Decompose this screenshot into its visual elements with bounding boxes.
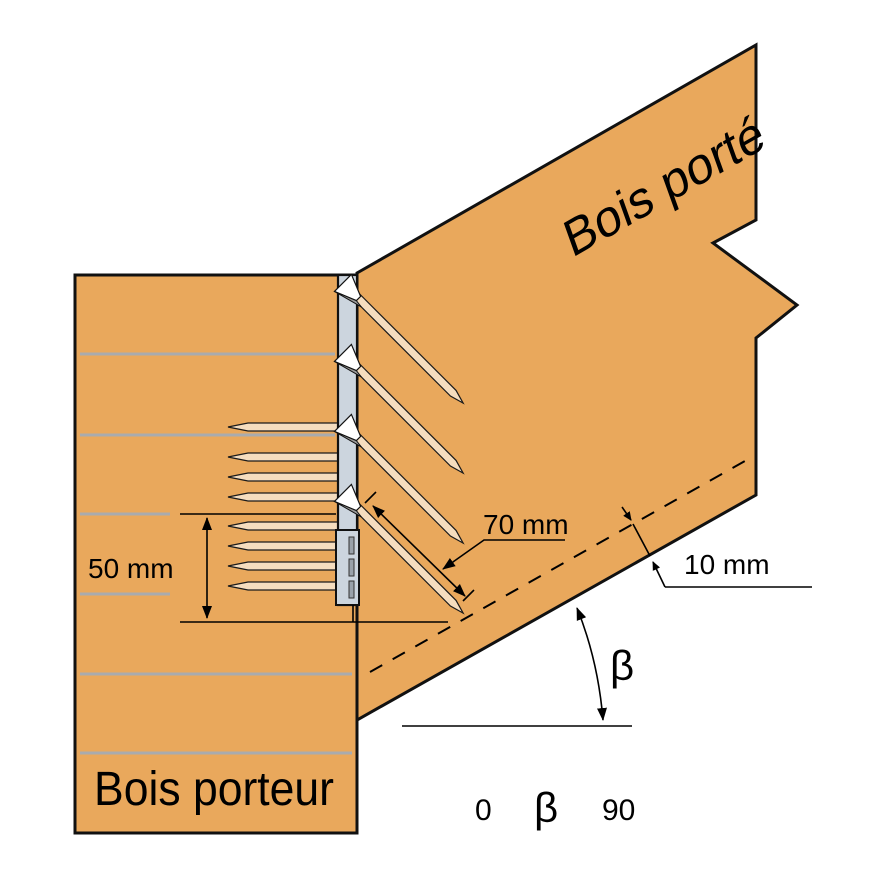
spacing-dimension — [180, 513, 448, 623]
range-symbol-label: β — [534, 784, 558, 831]
range-max-label: 90 — [602, 794, 635, 827]
nail — [227, 540, 339, 552]
edge-distance-dimension — [621, 506, 812, 588]
nail — [227, 580, 339, 592]
horizontal-nails — [227, 421, 339, 592]
edge-distance-label: 10 mm — [684, 549, 770, 580]
nail — [227, 520, 339, 532]
edge-distance-line — [369, 456, 753, 673]
supporting-timber-label: Bois porteur — [94, 763, 334, 816]
bracket-slot — [348, 558, 355, 577]
bracket-slot — [348, 536, 355, 555]
inclined-screw — [333, 343, 465, 475]
supporting-timber — [73, 273, 359, 835]
angle-dimension — [402, 607, 632, 727]
screw-length-dimension — [364, 491, 565, 602]
inclined-screw — [333, 273, 465, 405]
nail — [227, 560, 339, 572]
angle-label: β — [610, 642, 634, 689]
screw-length-label: 70 mm — [483, 509, 569, 540]
bracket-slot — [348, 580, 355, 599]
spacing-label: 50 mm — [88, 553, 174, 584]
range-min-label: 0 — [475, 794, 492, 827]
